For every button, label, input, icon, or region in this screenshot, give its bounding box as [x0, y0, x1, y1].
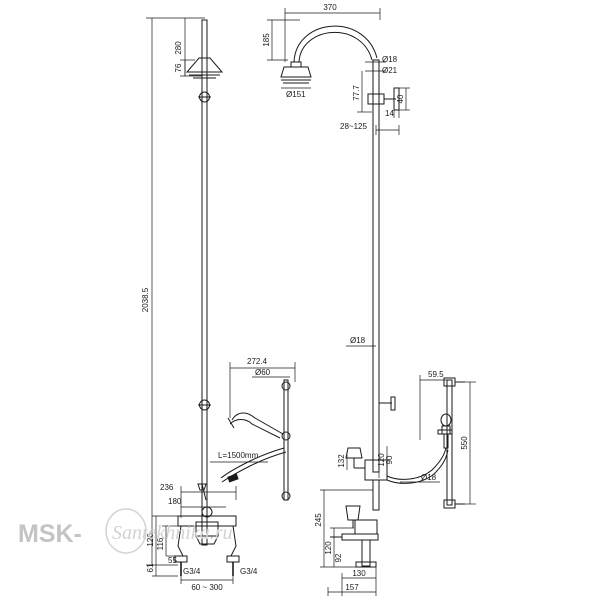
label-connection-left: G3/4 [183, 567, 201, 576]
label-valve-width-a: 120 [377, 453, 386, 467]
label-body-height: 116 [156, 537, 165, 550]
label-bracket-range: 28~125 [340, 122, 367, 131]
riser-pipe [201, 19, 208, 546]
label-bracket-depth: 14 [385, 109, 394, 118]
label-connection-right: G3/4 [240, 567, 258, 576]
label-head-drop: 280 [174, 41, 183, 55]
dimension-mixer-offset: 120 92 [324, 527, 354, 567]
label-head-height: 76 [174, 63, 183, 72]
hand-shower-rail [281, 379, 291, 501]
dimension-bracket-depth: 14 [385, 104, 400, 118]
bath-mixer-side [330, 479, 380, 568]
label-rail-offset: 59.5 [428, 370, 444, 379]
gooseneck-arm [293, 25, 378, 63]
label-pipe-diameter-top: Ø18 [382, 55, 398, 64]
label-hand-arm: 272.4 [247, 357, 268, 366]
pipe-coupling-middle [198, 399, 211, 411]
overhead-shower-head [185, 57, 224, 79]
dimension-arm-reach: 370 [284, 3, 381, 62]
dimension-hand-arm: 272.4 Ø60 [229, 357, 296, 418]
dimension-total-height: 2038.5 [141, 17, 205, 566]
right-shower-hose [386, 447, 449, 484]
label-outlet-height: 55 [168, 556, 177, 565]
watermark-ring [105, 508, 147, 554]
label-centers: 60 ~ 300 [191, 583, 223, 592]
label-rail-length: 550 [460, 436, 469, 450]
label-total-height: 2038.5 [141, 287, 150, 312]
watermark: MSK- Santekhnika.ru [18, 508, 233, 554]
label-spout-height: 126 [146, 533, 155, 547]
dimension-inlet-height: 61 [146, 556, 178, 577]
label-mixer-base: 92 [334, 553, 343, 562]
dimension-mixer-height: 245 [314, 489, 373, 568]
label-pipe-diameter-outer: Ø21 [382, 66, 398, 75]
label-pipe-diameter-mid: Ø18 [350, 336, 366, 345]
dimension-bracket-height: 40 [396, 87, 410, 111]
watermark-script: Santekhnika.ru [112, 522, 233, 544]
dimension-hose-diameter: Ø18 [400, 473, 440, 483]
dimension-head-height: 76 [174, 59, 195, 76]
right-view: 370 185 Ø151 Ø18 [262, 3, 476, 596]
dimension-spout-height: 126 [146, 515, 178, 556]
left-view: 2038.5 280 76 [141, 17, 296, 592]
label-hose-length: L=1500mm [218, 451, 259, 460]
label-head-offset: 77.7 [352, 85, 361, 101]
dimension-bracket-range: 28~125 [340, 122, 400, 135]
label-bracket-height: 40 [396, 94, 405, 103]
label-mixer-height: 245 [314, 513, 323, 527]
dimension-pipe-mid: Ø18 [346, 336, 376, 347]
pipe-coupling-upper [198, 91, 211, 103]
slide-hand-shower [437, 413, 453, 449]
dimension-centers: 60 ~ 300 [180, 576, 234, 592]
label-base-depth: 130 [352, 569, 366, 578]
dimension-base: 130 157 [327, 567, 377, 596]
bath-mixer-front [174, 483, 240, 576]
mid-wall-bracket [379, 396, 396, 411]
dimension-head-offset: 77.7 [352, 71, 372, 113]
label-arm-height: 185 [262, 33, 271, 47]
dimension-rail-length: 550 [460, 381, 476, 505]
dimension-outlet-height: 55 [166, 555, 178, 565]
wall-bracket [367, 87, 400, 111]
dimension-arm-height: 185 [262, 19, 300, 61]
dimension-pipe-top: Ø18 Ø21 [365, 55, 398, 75]
label-valve-height: 132 [337, 454, 346, 468]
label-mixer-width: 236 [160, 483, 174, 492]
label-arm-reach: 370 [323, 3, 337, 12]
dimension-body-height: 116 [156, 525, 178, 556]
label-inlet-height: 61 [146, 563, 155, 572]
label-mixer-inner: 180 [168, 497, 182, 506]
label-head-diameter: Ø151 [286, 90, 306, 99]
dimension-head-diameter: Ø151 [281, 87, 311, 99]
dimension-valve-width: 120 90 [377, 446, 394, 478]
label-hose-diameter: Ø18 [421, 473, 437, 482]
rain-shower-head [280, 61, 312, 84]
label-base-width: 157 [345, 583, 359, 592]
label-hand-diameter: Ø60 [255, 368, 271, 377]
watermark-brand: MSK- [18, 520, 82, 548]
hand-shower [227, 412, 284, 439]
label-valve-width-b: 90 [385, 455, 394, 464]
right-riser-pipe [372, 59, 380, 473]
dimension-rail-offset: 59.5 [419, 370, 452, 440]
dimension-mixer-width: 236 180 [160, 483, 237, 518]
label-mixer-offset: 120 [324, 541, 333, 555]
shower-hose: L=1500mm [210, 447, 287, 483]
dimension-valve-height: 132 [337, 452, 348, 470]
